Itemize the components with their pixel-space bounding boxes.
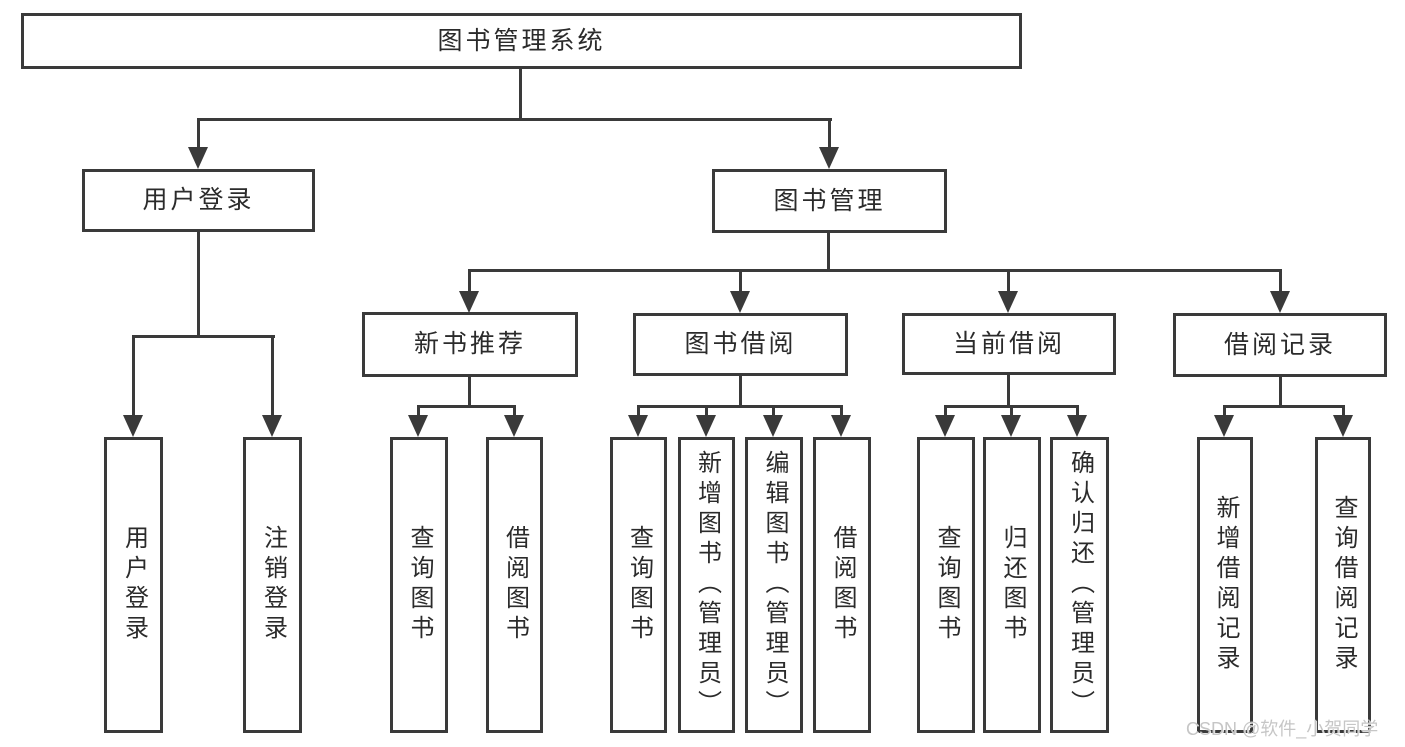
connector-line [1279, 269, 1282, 293]
node-book-borrowing-label: 图书借阅 [684, 330, 797, 358]
csdn-watermark: CSDN @软件_小贺同学 [1186, 719, 1379, 739]
leaf-user-login: 用户登录 [104, 437, 163, 733]
connector-line [1007, 375, 1010, 408]
connector-line [468, 269, 1282, 272]
leaf-logout: 注销登录 [243, 437, 302, 733]
arrow-down-icon [262, 415, 282, 437]
leaf-add-borrow-record-label: 新增借阅记录 [1212, 495, 1239, 675]
arrow-down-icon [1270, 291, 1290, 313]
node-root: 图书管理系统 [21, 13, 1022, 69]
leaf-add-books-admin-label: 新增图书（管理员） [693, 450, 721, 720]
arrow-down-icon [998, 291, 1018, 313]
arrow-down-icon [408, 415, 428, 437]
arrow-down-icon [459, 291, 479, 313]
connector-line [271, 335, 274, 417]
leaf-edit-books-admin-label: 编辑图书（管理员） [761, 450, 788, 720]
arrow-down-icon [1067, 415, 1087, 437]
leaf-logout-label: 注销登录 [259, 525, 287, 645]
connector-line [132, 335, 135, 417]
connector-line [1007, 269, 1010, 293]
node-book-management: 图书管理 [712, 169, 947, 233]
leaf-add-books-admin: 新增图书（管理员） [678, 437, 735, 733]
connector-line [197, 232, 200, 338]
connector-line [772, 405, 775, 417]
connector-line [197, 118, 832, 121]
leaf-confirm-return-admin-label: 确认归还（管理员） [1066, 450, 1094, 720]
arrow-down-icon [123, 415, 143, 437]
connector-line [468, 377, 471, 408]
node-user-login-label: 用户登录 [142, 186, 255, 214]
arrow-down-icon [1214, 415, 1234, 437]
connector-line [519, 69, 522, 120]
node-root-label: 图书管理系统 [437, 26, 606, 55]
leaf-confirm-return-admin: 确认归还（管理员） [1050, 437, 1109, 733]
connector-line [637, 405, 843, 408]
leaf-add-borrow-record: 新增借阅记录 [1197, 437, 1253, 733]
connector-line [1076, 405, 1079, 417]
connector-line [417, 405, 420, 417]
leaf-user-login-label: 用户登录 [120, 525, 148, 645]
connector-line [705, 405, 708, 417]
leaf-recommend-borrow-books: 借阅图书 [486, 437, 543, 733]
node-borrowing-records: 借阅记录 [1173, 313, 1387, 377]
connector-line [828, 118, 831, 150]
leaf-current-query-books: 查询图书 [917, 437, 975, 733]
connector-line [1342, 405, 1345, 417]
leaf-return-books: 归还图书 [983, 437, 1041, 733]
leaf-query-borrow-record: 查询借阅记录 [1315, 437, 1371, 733]
connector-line [417, 405, 516, 408]
leaf-borrowing-query-books-label: 查询图书 [625, 525, 653, 645]
node-book-management-label: 图书管理 [773, 186, 886, 215]
arrow-down-icon [1001, 415, 1021, 437]
node-user-login: 用户登录 [82, 169, 315, 232]
arrow-down-icon [763, 415, 783, 437]
leaf-return-books-label: 归还图书 [999, 525, 1026, 645]
connector-line [739, 269, 742, 293]
connector-line [1223, 405, 1345, 408]
leaf-query-borrow-record-label: 查询借阅记录 [1330, 495, 1357, 675]
node-current-borrowing-label: 当前借阅 [952, 329, 1065, 358]
leaf-borrowing-borrow-books: 借阅图书 [813, 437, 871, 733]
leaf-edit-books-admin: 编辑图书（管理员） [745, 437, 803, 733]
connector-line [468, 269, 471, 293]
arrow-down-icon [1333, 415, 1353, 437]
connector-line [944, 405, 947, 417]
node-book-borrowing: 图书借阅 [633, 313, 848, 376]
leaf-current-query-books-label: 查询图书 [933, 525, 960, 645]
leaf-borrowing-borrow-books-label: 借阅图书 [829, 525, 856, 645]
connector-line [739, 376, 742, 408]
arrow-down-icon [935, 415, 955, 437]
connector-line [1223, 405, 1226, 417]
connector-line [513, 405, 516, 417]
arrow-down-icon [504, 415, 524, 437]
arrow-down-icon [730, 291, 750, 313]
connector-line [1010, 405, 1013, 417]
arrow-down-icon [831, 415, 851, 437]
node-new-book-recommend-label: 新书推荐 [413, 330, 526, 358]
arrow-down-icon [696, 415, 716, 437]
connector-line [827, 233, 830, 272]
leaf-recommend-query-books-label: 查询图书 [406, 525, 433, 645]
leaf-recommend-borrow-books-label: 借阅图书 [501, 525, 529, 645]
leaf-borrowing-query-books: 查询图书 [610, 437, 667, 733]
arrow-down-icon [819, 147, 839, 169]
leaf-recommend-query-books: 查询图书 [390, 437, 448, 733]
arrow-down-icon [628, 415, 648, 437]
connector-line [637, 405, 640, 417]
node-borrowing-records-label: 借阅记录 [1223, 330, 1336, 359]
arrow-down-icon [188, 147, 208, 169]
connector-line [132, 335, 275, 338]
node-current-borrowing: 当前借阅 [902, 313, 1116, 375]
connector-line [197, 118, 200, 150]
connector-line [840, 405, 843, 417]
node-new-book-recommend: 新书推荐 [362, 312, 578, 377]
connector-line [1279, 377, 1282, 408]
